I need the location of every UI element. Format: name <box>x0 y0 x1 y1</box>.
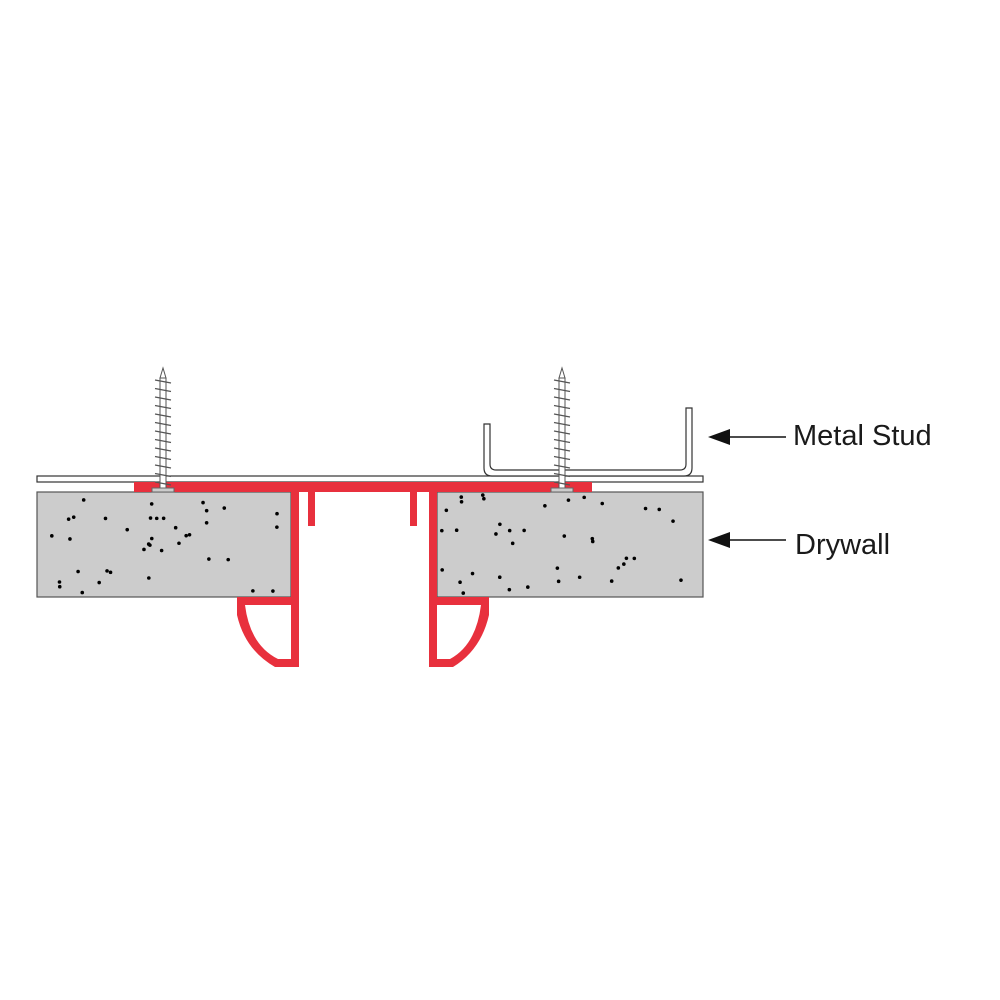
speckle <box>440 568 444 572</box>
speckle <box>507 528 512 533</box>
speckle <box>68 537 72 541</box>
stud-plate <box>36 475 704 483</box>
speckle <box>57 584 62 589</box>
trim-bead-right <box>437 597 489 667</box>
speckle <box>510 541 515 546</box>
speckle <box>624 556 629 561</box>
screw <box>151 366 175 493</box>
speckle <box>103 516 108 521</box>
drywall-board-left <box>36 491 292 598</box>
speckle <box>81 498 86 502</box>
speckle <box>543 503 547 508</box>
speckle <box>222 506 227 510</box>
drywall <box>36 491 704 598</box>
trim-leg-right <box>429 482 437 667</box>
speckle <box>679 578 683 582</box>
speckle <box>142 547 146 552</box>
metal-stud <box>483 407 693 477</box>
speckle <box>204 508 209 513</box>
speckle <box>671 519 675 523</box>
speckle <box>609 579 614 583</box>
speckle <box>177 541 181 546</box>
speckle <box>582 495 586 500</box>
speckle <box>207 557 211 561</box>
speckle <box>562 534 567 538</box>
speckle <box>590 536 595 541</box>
speckle <box>149 502 154 506</box>
speckle <box>275 511 279 516</box>
drywall-speckles <box>50 493 683 595</box>
arrow-drywall <box>708 532 786 548</box>
speckle <box>226 557 231 562</box>
speckle <box>577 575 582 580</box>
speckle <box>149 536 154 541</box>
speckle <box>271 589 275 593</box>
speckle <box>482 496 486 501</box>
speckle <box>616 566 621 570</box>
speckle <box>159 548 164 553</box>
speckle <box>459 499 464 504</box>
speckle <box>632 556 637 561</box>
speckle <box>555 566 560 570</box>
speckle <box>50 534 54 538</box>
reveal-trim <box>134 482 592 667</box>
speckle <box>275 525 279 529</box>
speckle <box>97 580 101 585</box>
label-metal-stud: Metal Stud <box>793 420 932 452</box>
trim-bead-left <box>237 597 291 667</box>
label-drywall: Drywall <box>795 529 891 561</box>
speckle <box>161 516 166 521</box>
speckle <box>566 498 571 502</box>
arrow-metal-stud <box>708 429 786 445</box>
drywall-board-right <box>436 491 704 598</box>
speckle <box>470 571 475 576</box>
speckle <box>440 528 444 533</box>
speckle <box>600 501 605 506</box>
speckle <box>76 569 80 574</box>
speckle <box>590 539 595 544</box>
speckle <box>204 521 209 525</box>
speckle <box>522 528 526 533</box>
speckle <box>494 532 498 536</box>
speckle <box>459 495 464 499</box>
speckle <box>251 589 255 593</box>
trim-leg-left <box>291 482 299 667</box>
speckle <box>480 493 485 497</box>
speckle <box>71 515 76 519</box>
speckle <box>454 528 459 533</box>
speckle <box>458 580 462 585</box>
speckle <box>184 533 188 538</box>
speckle <box>147 576 151 580</box>
speckle <box>148 516 153 520</box>
speckle <box>57 580 62 584</box>
trim-tab-left <box>308 492 315 526</box>
speckle <box>66 517 71 521</box>
speckle <box>507 587 512 592</box>
speckle <box>80 590 85 595</box>
speckle <box>622 562 626 566</box>
speckle <box>108 570 113 575</box>
screw <box>550 366 574 493</box>
speckle <box>643 506 648 511</box>
speckle <box>444 508 449 513</box>
speckle <box>461 591 466 595</box>
speckle <box>498 522 502 527</box>
speckle <box>154 516 159 521</box>
speckle <box>556 579 561 584</box>
speckle <box>146 542 151 546</box>
speckle <box>125 527 130 532</box>
trim-tab-right <box>410 492 417 526</box>
speckle <box>173 525 178 530</box>
screws <box>151 366 574 493</box>
speckle <box>187 532 192 537</box>
speckle <box>105 569 109 573</box>
speckle <box>657 507 662 512</box>
speckle <box>526 585 530 589</box>
speckle <box>201 500 205 505</box>
trim-flange <box>134 482 592 492</box>
speckle <box>497 575 502 580</box>
